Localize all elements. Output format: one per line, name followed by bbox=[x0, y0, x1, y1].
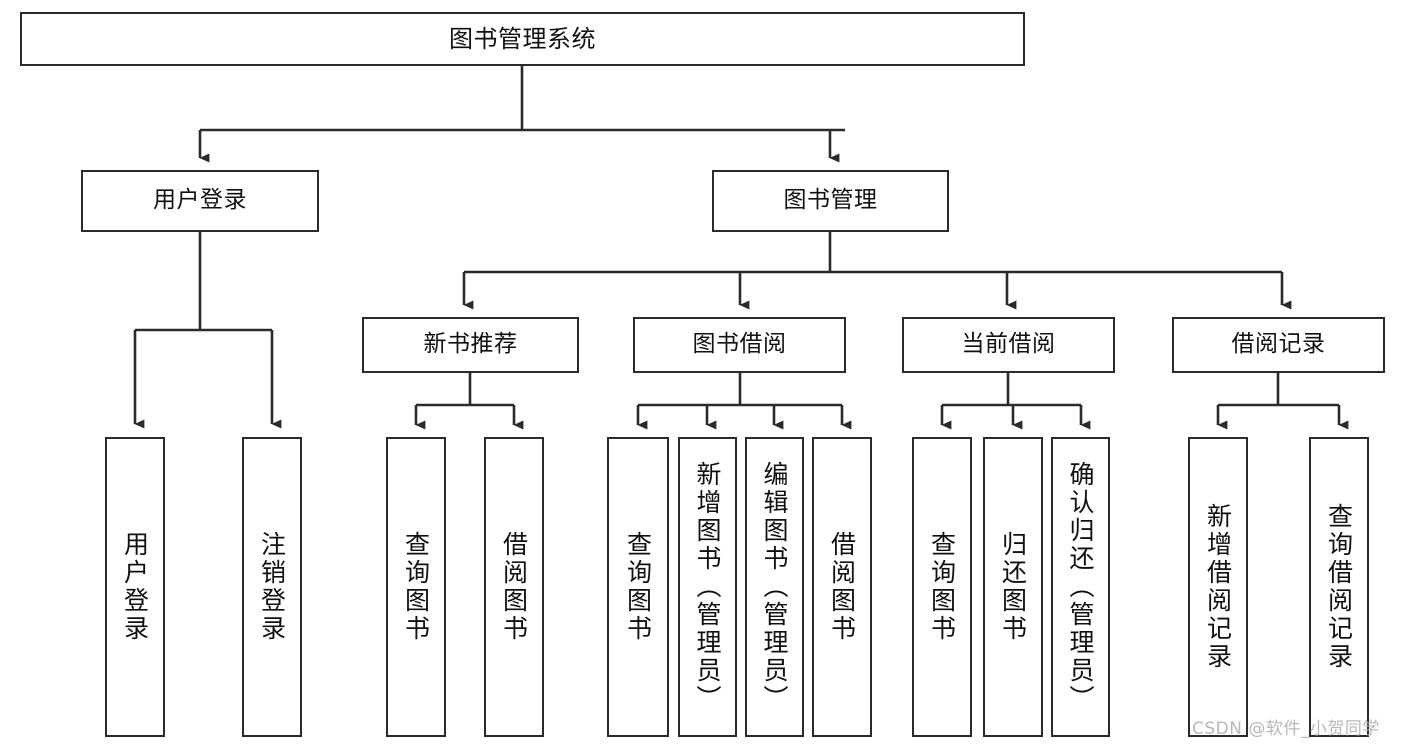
leaf-logout-label: 注销登录 bbox=[257, 531, 287, 643]
leaf-query-record-label: 查询借阅记录 bbox=[1324, 503, 1354, 671]
leaf-query-book-3[interactable]: 查询图书 bbox=[912, 437, 972, 737]
leaf-query-book-2[interactable]: 查询图书 bbox=[607, 437, 669, 737]
leaf-add-book[interactable]: 新增图书（管理员） bbox=[678, 437, 737, 737]
node-book-manage[interactable]: 图书管理 bbox=[712, 170, 949, 232]
node-root[interactable]: 图书管理系统 bbox=[20, 12, 1025, 66]
leaf-return-book-label: 归还图书 bbox=[998, 531, 1028, 643]
leaf-add-book-label: 新增图书（管理员） bbox=[693, 461, 722, 713]
leaf-add-record-label: 新增借阅记录 bbox=[1203, 503, 1233, 671]
leaf-user-login[interactable]: 用户登录 bbox=[105, 437, 165, 737]
node-book-manage-label: 图书管理 bbox=[783, 187, 878, 214]
leaf-return-book[interactable]: 归还图书 bbox=[983, 437, 1043, 737]
leaf-query-book-2-label: 查询图书 bbox=[623, 531, 653, 643]
leaf-user-login-label: 用户登录 bbox=[120, 531, 150, 643]
node-new-book-rec[interactable]: 新书推荐 bbox=[362, 317, 579, 373]
node-borrow-record-label: 借阅记录 bbox=[1231, 331, 1326, 358]
node-new-book-rec-label: 新书推荐 bbox=[423, 331, 518, 358]
leaf-borrow-book-2[interactable]: 借阅图书 bbox=[812, 437, 872, 737]
leaf-edit-book[interactable]: 编辑图书（管理员） bbox=[745, 437, 804, 737]
leaf-borrow-book-1-label: 借阅图书 bbox=[499, 531, 529, 643]
leaf-confirm-return-label: 确认归还（管理员） bbox=[1066, 461, 1095, 713]
leaf-borrow-book-1[interactable]: 借阅图书 bbox=[484, 437, 544, 737]
leaf-borrow-book-2-label: 借阅图书 bbox=[827, 531, 857, 643]
leaf-query-book-3-label: 查询图书 bbox=[927, 531, 957, 643]
leaf-query-record[interactable]: 查询借阅记录 bbox=[1309, 437, 1369, 737]
node-user-login[interactable]: 用户登录 bbox=[81, 170, 319, 232]
leaf-logout[interactable]: 注销登录 bbox=[242, 437, 302, 737]
leaf-confirm-return[interactable]: 确认归还（管理员） bbox=[1051, 437, 1110, 737]
node-book-borrow-label: 图书借阅 bbox=[692, 331, 787, 358]
node-user-login-label: 用户登录 bbox=[153, 187, 247, 214]
node-book-borrow[interactable]: 图书借阅 bbox=[633, 317, 846, 373]
leaf-query-book-1[interactable]: 查询图书 bbox=[386, 437, 446, 737]
leaf-edit-book-label: 编辑图书（管理员） bbox=[760, 461, 789, 713]
leaf-query-book-1-label: 查询图书 bbox=[401, 531, 431, 643]
node-root-label: 图书管理系统 bbox=[449, 24, 596, 53]
csdn-watermark: CSDN @软件_小贺同学 bbox=[1192, 719, 1380, 739]
node-borrow-record[interactable]: 借阅记录 bbox=[1172, 317, 1385, 373]
node-current-borrow[interactable]: 当前借阅 bbox=[902, 317, 1115, 373]
node-current-borrow-label: 当前借阅 bbox=[961, 331, 1056, 358]
leaf-add-record[interactable]: 新增借阅记录 bbox=[1188, 437, 1248, 737]
